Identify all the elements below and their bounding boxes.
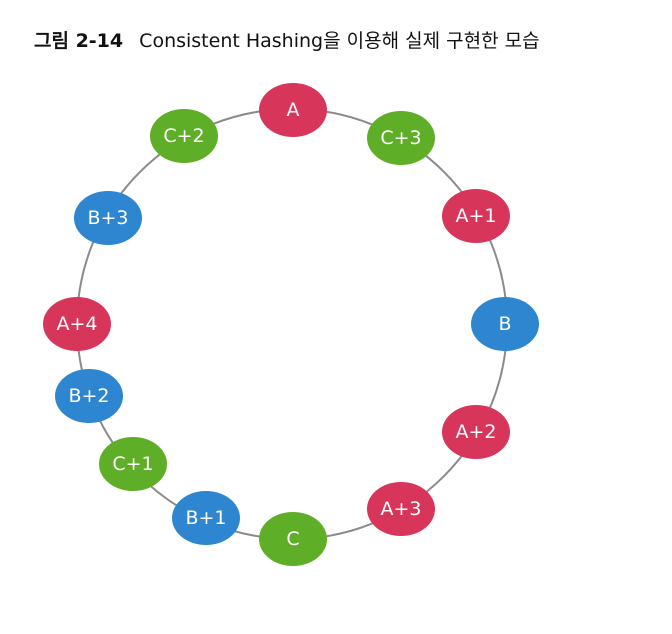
- ring-node-c-plus-2: C+2: [150, 109, 218, 163]
- ring-node-shape: [442, 405, 510, 459]
- ring-node-label: C: [286, 528, 299, 550]
- ring-node-label: B+3: [87, 207, 128, 229]
- ring-node-shape: [259, 512, 327, 566]
- ring-node-shape: [74, 191, 142, 245]
- ring-node-c: C: [259, 512, 327, 566]
- ring-node-label: A+4: [56, 313, 97, 335]
- ring-node-a-plus-2: A+2: [442, 405, 510, 459]
- ring-node-label: B: [498, 313, 511, 335]
- figure-label: 그림 2-14: [34, 30, 124, 52]
- ring-node-shape: [172, 491, 240, 545]
- ring-node-shape: [43, 297, 111, 351]
- ring-node-label: A+1: [455, 205, 496, 227]
- ring-node-a-plus-4: A+4: [43, 297, 111, 351]
- ring-node-label: C+2: [163, 125, 204, 147]
- ring-node-a: A: [259, 83, 327, 137]
- ring-node-shape: [55, 369, 123, 423]
- ring-node-a-plus-1: A+1: [442, 189, 510, 243]
- figure-title: Consistent Hashing을 이용해 실제 구현한 모습: [139, 30, 540, 52]
- ring-node-shape: [442, 189, 510, 243]
- ring-node-b: B: [471, 297, 539, 351]
- ring-node-shape: [259, 83, 327, 137]
- ring-node-label: C+1: [112, 453, 153, 475]
- ring-node-shape: [471, 297, 539, 351]
- ring-node-c-plus-1: C+1: [99, 437, 167, 491]
- ring-node-shape: [367, 111, 435, 165]
- ring-node-shape: [150, 109, 218, 163]
- figure-caption: 그림 2-14 Consistent Hashing을 이용해 실제 구현한 모…: [34, 32, 540, 51]
- ring-node-b-plus-2: B+2: [55, 369, 123, 423]
- ring-node-label: C+3: [380, 127, 421, 149]
- ring-node-label: B+2: [68, 385, 109, 407]
- ring-node-a-plus-3: A+3: [367, 482, 435, 536]
- ring-node-c-plus-3: C+3: [367, 111, 435, 165]
- ring-node-b-plus-1: B+1: [172, 491, 240, 545]
- ring-node-shape: [367, 482, 435, 536]
- ring-node-label: B+1: [185, 507, 226, 529]
- ring-nodes: A C+3A+1B A+2A+3C B+1 C+1 B+2 A+4 B+3 C+2: [43, 83, 539, 566]
- ring-node-label: A: [287, 99, 300, 121]
- ring-node-label: A+3: [380, 498, 421, 520]
- ring-node-shape: [99, 437, 167, 491]
- ring-node-label: A+2: [455, 421, 496, 443]
- ring-node-b-plus-3: B+3: [74, 191, 142, 245]
